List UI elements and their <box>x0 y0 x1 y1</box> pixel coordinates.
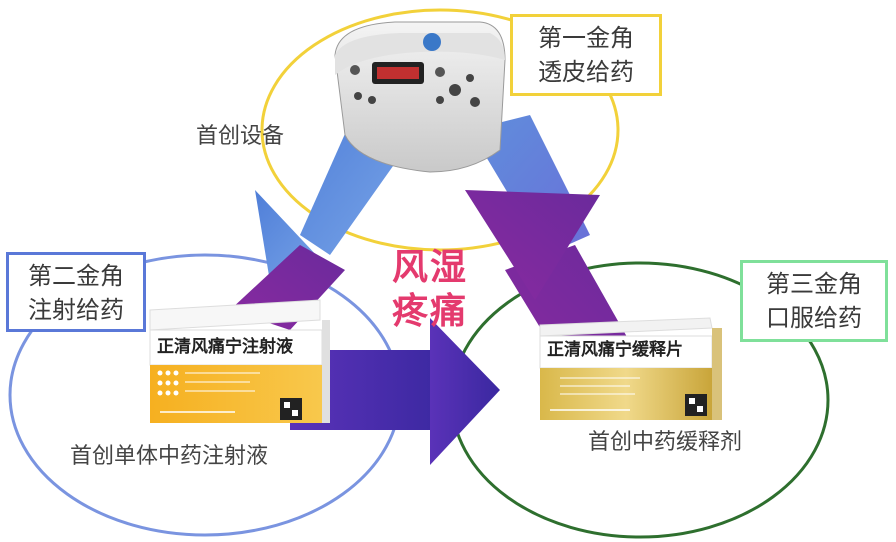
caption-tablet: 首创中药缓释剂 <box>588 430 743 455</box>
center-line1: 风湿 <box>391 247 468 288</box>
center-line2: 疼痛 <box>391 291 468 332</box>
right-box-line1: 第三金角 <box>766 270 862 298</box>
top-box-line1: 第一金角 <box>538 24 634 52</box>
top-box-line2: 透皮给药 <box>538 58 634 86</box>
caption-device: 首创设备 <box>196 124 285 149</box>
left-box-line2: 注射给药 <box>28 296 124 324</box>
right-box-label: 第三金角 口服给药 <box>740 260 888 342</box>
tablet-box-image <box>539 317 722 420</box>
injection-box-title: 正清风痛宁注射液 <box>157 336 293 357</box>
tablet-qr-code <box>685 394 707 416</box>
left-box-label: 第二金角 注射给药 <box>6 252 146 332</box>
caption-injection: 首创单体中药注射液 <box>70 444 269 469</box>
injection-box-image <box>149 299 330 423</box>
top-ellipse <box>260 8 620 252</box>
right-box-line2: 口服给药 <box>766 304 862 332</box>
tablet-box-title: 正清风痛宁缓释片 <box>547 339 683 360</box>
device-logo-icon <box>423 33 441 51</box>
injection-qr-code <box>280 398 302 420</box>
device-image <box>334 21 506 173</box>
top-box-label: 第一金角 透皮给药 <box>510 14 662 96</box>
center-title: 风湿 疼痛 <box>380 246 480 334</box>
left-box-line1: 第二金角 <box>28 262 124 290</box>
